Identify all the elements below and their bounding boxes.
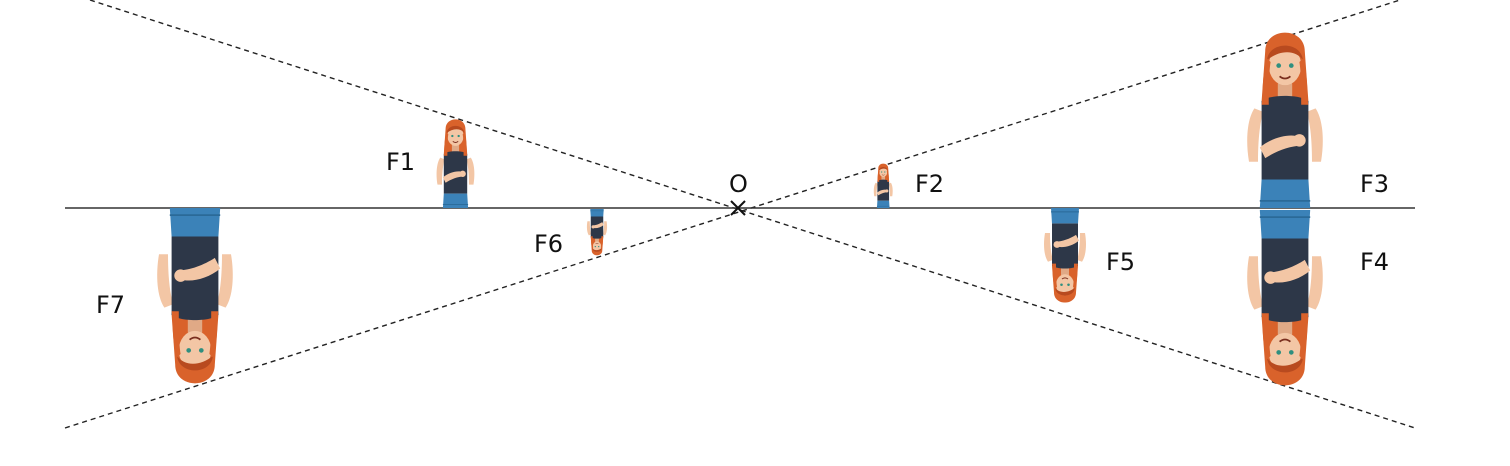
figure-f5 — [1043, 207, 1087, 304]
label-f2: F2 — [915, 170, 944, 198]
label-f1: F1 — [386, 148, 415, 176]
label-f3: F3 — [1360, 170, 1389, 198]
figure-f1 — [436, 118, 475, 209]
label-origin: O — [729, 170, 748, 198]
figure-f2 — [873, 163, 893, 209]
label-f5: F5 — [1106, 248, 1135, 276]
figure-f4 — [1246, 209, 1324, 387]
label-f6: F6 — [534, 230, 563, 258]
figure-f3 — [1246, 31, 1324, 209]
ray-line-1 — [89, 0, 1416, 429]
figure-f7 — [156, 207, 234, 385]
label-f4: F4 — [1360, 248, 1389, 276]
label-f7: F7 — [96, 291, 125, 319]
center-point-o — [730, 200, 746, 216]
figure-f6 — [586, 208, 608, 256]
